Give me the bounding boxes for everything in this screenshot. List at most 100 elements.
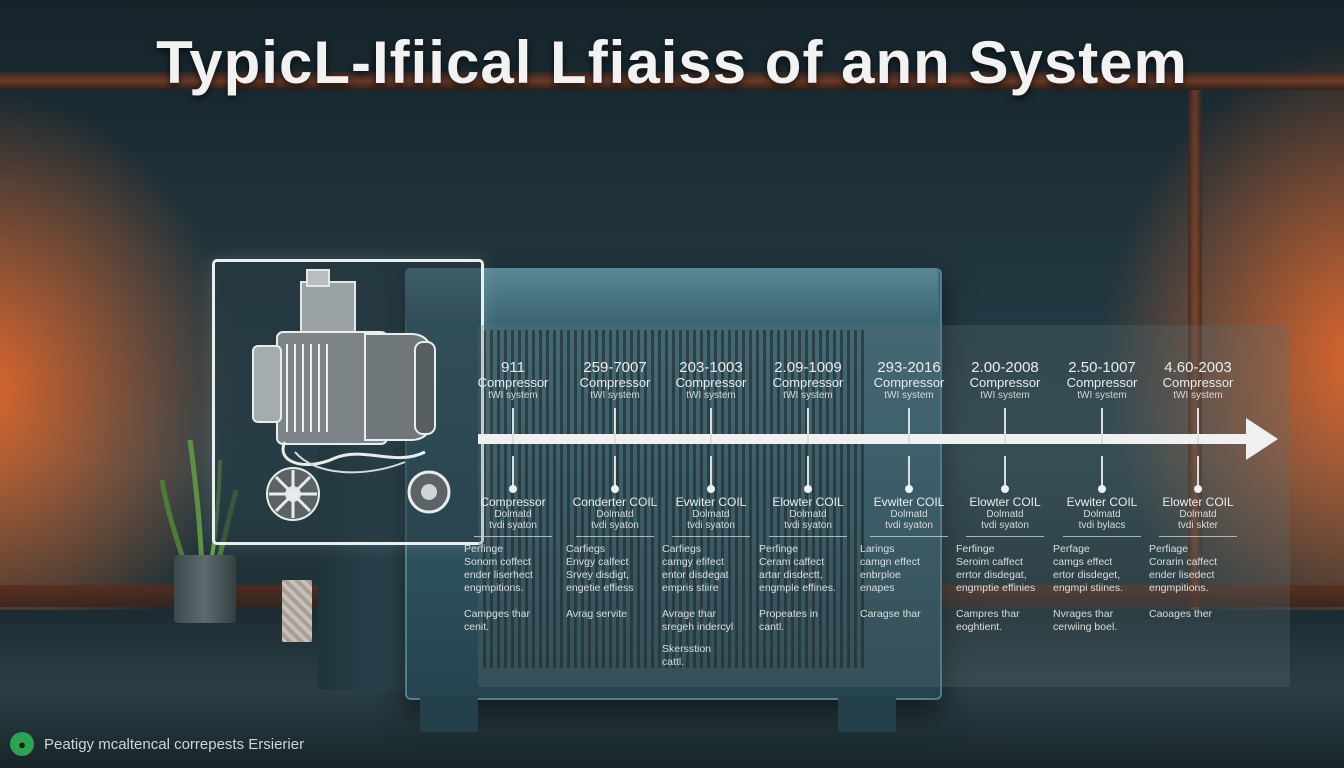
stage-part-name: Conderter COIL [572,495,658,509]
stage-gap [560,444,670,456]
stage-divider [576,536,654,537]
stage-system: tWI system [686,390,736,401]
note-line: cenit. [464,621,490,633]
timeline-arrow-head [1246,418,1278,460]
stage-tick [614,408,616,444]
stage-marker [1098,456,1106,493]
stage-part-name: Elowter COIL [772,495,844,509]
stage-part-name: Compressor [480,495,546,509]
stage-gap [753,444,863,456]
description-line: Perfinge [464,543,504,555]
note-line: Campges thar [464,608,530,620]
description-line: Ferfinge [956,543,995,555]
brand-text: Peatigy mcaltencal correpests Ersierier [44,735,305,753]
note-line: Nvrages thar [1053,608,1114,620]
stage-date: 293-2016 [877,359,941,376]
description-line: Envgy calfect [566,556,629,568]
description-line: Larings [860,543,895,555]
note-line: cantl. [759,621,785,633]
description-line: engmple effines. [759,582,836,594]
stage-part-name: Evwiter COIL [1066,495,1138,509]
stage-divider [966,536,1044,537]
stage-part-name: Elowter COIL [969,495,1041,509]
ceiling-pipe [0,72,1344,90]
description-line: enbrploe [860,569,901,581]
stage-gap [1047,444,1157,456]
description-line: engmpitions. [1149,582,1209,594]
description-line: engetie effiess [566,582,634,594]
stage-marker [804,456,812,493]
stage-part-sub: Dolmatd [692,509,730,520]
description-line: errtor disdegat, [956,569,1027,581]
storage-box [282,580,312,642]
stage-divider [1063,536,1141,537]
description-line: engmpitions. [464,582,524,594]
stage-part-sub: tvdi skter [1177,520,1218,531]
stage-gap [1143,444,1253,456]
note-line: Caoages ther [1149,608,1213,620]
stage-date: 911 [501,359,525,376]
stage-part-sub: tvdi syaton [784,520,832,531]
stage-date: 2.00-2008 [971,359,1039,376]
stage-part-sub: tvdi syaton [981,520,1029,531]
stage-part-sub: Dolmatd [1083,509,1121,520]
stage-tick [710,408,712,444]
stage-part-name: Evwiter COIL [873,495,945,509]
stage-part-sub: Dolmatd [986,509,1024,520]
page-title: TypicL-Ifiical Lfiaiss of ann System [156,29,1188,96]
stage-note: Avrag servite [560,608,670,621]
hvac-foot [838,696,896,732]
note-line: Caragse thar [860,608,921,620]
description-line: engmptie effinies [956,582,1036,594]
stage-component: Compressor [969,375,1041,390]
stage-part-sub: tvdi syaton [885,520,933,531]
stage-tick [1101,408,1103,444]
stage-system: tWI system [980,390,1030,401]
stage-note: Caragse thar [854,608,964,621]
timeline-panel [478,325,1290,687]
stage-component: Compressor [675,375,747,390]
stage-date: 4.60-2003 [1164,359,1232,376]
note-line: Campres thar [956,608,1020,620]
timeline-arrow [478,434,1250,444]
description-line: Carfiegs [566,543,606,555]
stage-part-name: Elowter COIL [1162,495,1234,509]
description-line: enapes [860,582,895,594]
stage-divider [474,536,552,537]
stage-gap [950,444,1060,456]
note-line: Propeates in [759,608,818,620]
note-line: eoghtient. [956,621,1003,633]
description-line: Corarin caffect [1149,556,1218,568]
stage-marker [509,456,517,493]
description-line: ender lisedect [1149,569,1215,581]
brand-footer: ● Peatigy mcaltencal correpests Ersierie… [10,732,304,756]
stage-date: 203-1003 [679,359,743,376]
stage-marker [905,456,913,493]
note-line: Avrage thar [662,608,717,620]
stage-date: 259-7007 [583,359,647,376]
stage-part-sub: tvdi syaton [591,520,639,531]
stage-tick [1197,408,1199,444]
stage-part-sub: Dolmatd [596,509,634,520]
stage-system: tWI system [1173,390,1223,401]
description-line: engmpi stiines. [1053,582,1124,594]
description-line: artar disdectt, [759,569,823,581]
stage-marker [611,456,619,493]
description-line: Perfinge [759,543,799,555]
